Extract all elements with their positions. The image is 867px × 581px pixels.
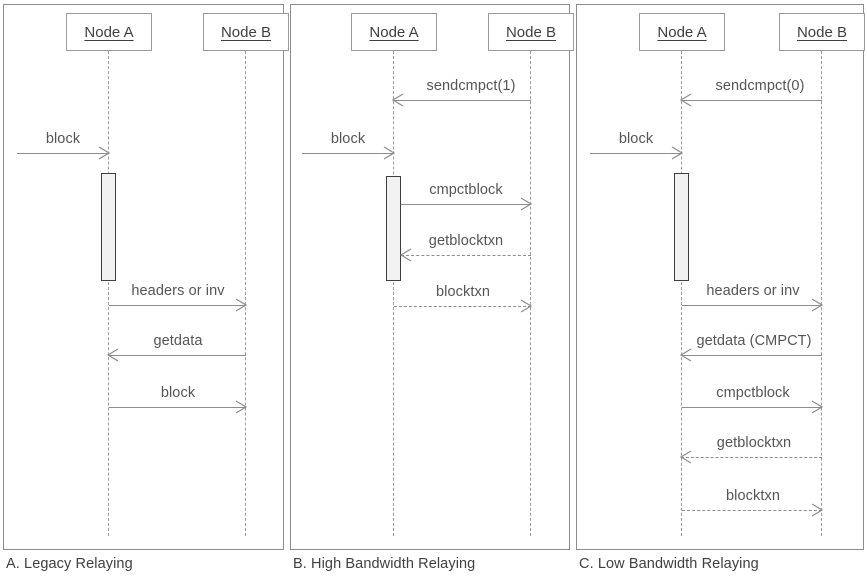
message-arrow-b-cmpctblock [401, 197, 533, 211]
node-label-b-nodeA: Node A [369, 23, 419, 41]
node-label-b-nodeB: Node B [505, 23, 557, 41]
message-arrow-b-sendcmpct [391, 93, 531, 107]
message-label-b-sendcmpct: sendcmpct(1) [426, 78, 516, 94]
message-arrow-c-blocktxn [682, 503, 824, 517]
arrowhead-left-icon [679, 348, 692, 362]
message-line [109, 305, 246, 306]
message-line [682, 407, 822, 408]
node-label-c-nodeB: Node B [796, 23, 848, 41]
message-label-b-blocktxn: blocktxn [436, 284, 490, 300]
message-line [681, 355, 822, 356]
node-box-c-nodeA: Node A [639, 13, 725, 51]
lifeline-a-nodeB [245, 51, 246, 536]
message-line [681, 457, 822, 458]
message-arrow-a-block-out [109, 400, 248, 414]
message-line [393, 100, 531, 101]
message-line [302, 153, 394, 154]
node-box-a-nodeB: Node B [203, 13, 289, 51]
message-arrow-c-headers-or-inv [682, 298, 824, 312]
panel-caption-legacy: A. Legacy Relaying [6, 556, 133, 572]
message-arrow-c-getdata-cmpct [679, 348, 822, 362]
message-arrow-b-block-in [302, 146, 396, 160]
message-label-c-cmpctblock: cmpctblock [716, 385, 790, 401]
arrowhead-left-icon [106, 348, 119, 362]
node-label-c-nodeA: Node A [657, 23, 707, 41]
arrowhead-right-icon [235, 400, 248, 414]
arrowhead-left-icon [399, 248, 412, 262]
message-arrow-c-block-in [590, 146, 684, 160]
node-box-a-nodeA: Node A [66, 13, 152, 51]
lifeline-a-nodeA [108, 51, 109, 536]
lifeline-c-nodeA [681, 51, 682, 536]
node-box-b-nodeA: Node A [351, 13, 437, 51]
arrowhead-right-icon [520, 299, 533, 313]
message-label-a-headers-or-inv: headers or inv [131, 283, 225, 299]
message-line [590, 153, 682, 154]
panel-legacy-relaying: Node A Node B block headers or inv [3, 4, 289, 550]
message-line [681, 100, 822, 101]
message-line [682, 305, 822, 306]
message-label-c-headers-or-inv: headers or inv [706, 283, 800, 299]
message-line [394, 306, 531, 307]
message-label-c-blocktxn: blocktxn [726, 488, 780, 504]
panel-caption-low-bandwidth: C. Low Bandwidth Relaying [579, 556, 759, 572]
node-box-c-nodeB: Node B [779, 13, 865, 51]
arrowhead-right-icon [98, 146, 111, 160]
lifeline-c-nodeB [821, 51, 822, 536]
message-label-b-block-in: block [330, 131, 366, 147]
message-arrow-a-headers-or-inv [109, 298, 248, 312]
activation-bar-c-nodeA [674, 173, 689, 281]
message-label-c-getdata-cmpct: getdata (CMPCT) [696, 333, 812, 349]
arrowhead-right-icon [383, 146, 396, 160]
message-label-b-cmpctblock: cmpctblock [429, 182, 503, 198]
lifeline-b-nodeB [530, 51, 531, 536]
arrowhead-right-icon [811, 503, 824, 517]
message-line [401, 255, 531, 256]
message-arrow-c-getblocktxn [679, 450, 822, 464]
arrowhead-right-icon [811, 298, 824, 312]
message-label-a-block-out: block [160, 385, 196, 401]
message-arrow-c-cmpctblock [682, 400, 824, 414]
activation-bar-b-nodeA [386, 176, 401, 281]
message-arrow-a-block-in [17, 146, 111, 160]
message-label-c-getblocktxn: getblocktxn [716, 435, 792, 451]
message-arrow-b-getblocktxn [399, 248, 531, 262]
panel-low-bandwidth-relaying: Node A Node B sendcmpct(0) block [576, 4, 865, 550]
node-label-a-nodeA: Node A [84, 23, 134, 41]
activation-bar-a-nodeA [101, 173, 116, 281]
arrowhead-right-icon [811, 400, 824, 414]
message-label-a-getdata: getdata [153, 333, 203, 349]
node-box-b-nodeB: Node B [488, 13, 574, 51]
message-line [17, 153, 109, 154]
lifeline-b-nodeA [393, 51, 394, 536]
arrowhead-right-icon [671, 146, 684, 160]
message-line [109, 407, 246, 408]
arrowhead-right-icon [235, 298, 248, 312]
node-label-a-nodeB: Node B [220, 23, 272, 41]
arrowhead-right-icon [520, 197, 533, 211]
message-line [401, 204, 531, 205]
message-label-c-sendcmpct: sendcmpct(0) [715, 78, 805, 94]
message-arrow-a-getdata [106, 348, 246, 362]
message-label-c-block-in: block [618, 131, 654, 147]
message-line [108, 355, 246, 356]
arrowhead-left-icon [679, 93, 692, 107]
message-arrow-c-sendcmpct [679, 93, 822, 107]
message-label-b-getblocktxn: getblocktxn [428, 233, 504, 249]
arrowhead-left-icon [391, 93, 404, 107]
panel-caption-high-bandwidth: B. High Bandwidth Relaying [293, 556, 476, 572]
arrowhead-left-icon [679, 450, 692, 464]
panel-high-bandwidth-relaying: Node A Node B sendcmpct(1) block [290, 4, 574, 550]
message-label-a-block-in: block [45, 131, 81, 147]
message-line [682, 510, 822, 511]
message-arrow-b-blocktxn [394, 299, 533, 313]
